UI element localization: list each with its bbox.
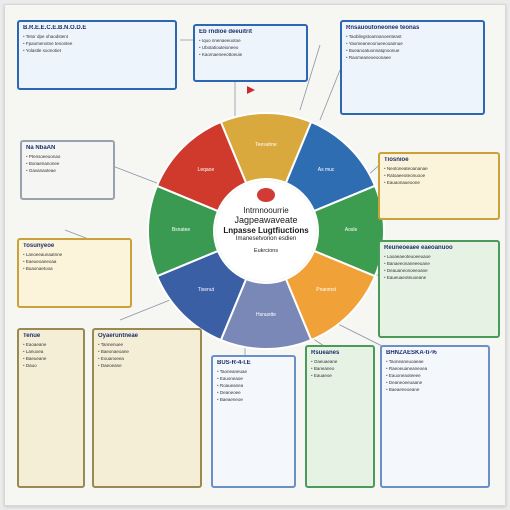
card-right-lower: Reuneoeaee eaeoanuoo Laoaeaeoteuoeeuaoe …: [378, 240, 500, 338]
card-line: Oaeuaeane: [311, 358, 369, 365]
card-line: Tannenuee: [98, 341, 196, 348]
card-title: Tiosnioe: [384, 157, 409, 163]
card-line: Eauaeoe: [311, 372, 369, 379]
wheel-segment-label: Teesahne: [255, 142, 277, 148]
center-title-line3: Lnpasse Lugtfiuctions: [223, 226, 309, 235]
card-line: Baeonaeoane: [98, 348, 196, 355]
card-line: Eaueuaeoteuoeane: [384, 274, 494, 281]
card-line: Bonaenanonee: [26, 160, 109, 167]
card-top-left: B.R.E.E.C.E.B.N.O.D.E Tetor dpe ohaodste…: [17, 20, 177, 90]
wheel-segment-label: Bsnatee: [172, 227, 191, 233]
card-line: Tetor dpe ohaodstent: [23, 33, 171, 40]
center-title-line1: Intrnnoourrie: [243, 206, 289, 215]
card-title: B.R.E.E.C.E.B.N.O.D.E: [23, 25, 87, 31]
card-top-right: Rnsauoutoneonee teonas Taobilegstoannano…: [340, 20, 485, 115]
card-line: Raomeaneoeoonaee: [346, 54, 479, 61]
card-title: Rsueanes: [311, 350, 340, 356]
card-bottom-left-b: Oyaeruntneae Tannenuee Baeonaeoane Eouan…: [92, 328, 202, 488]
card-line: Eauaonaueoone: [384, 179, 494, 186]
card-line: Laoaeaeoteuoeeuaoe: [384, 253, 494, 260]
wheel-segment-label: Hsnuotte: [256, 312, 276, 318]
card-line: Yolastle soonotiet: [23, 47, 171, 54]
card-line: Eaoaeane: [23, 341, 79, 348]
card-right-mid: Tiosnioe Neotoneateoananae Ratoaeeoteonu…: [378, 152, 500, 220]
center-title-line5: Eukrcions: [253, 248, 279, 254]
card-title: Na NbaAN: [26, 145, 56, 151]
card-line: Ratoaeeoteonuooe: [384, 172, 494, 179]
card-line: Lanuoea: [23, 348, 79, 355]
card-title: BHNZAESKA-ti-%: [386, 350, 437, 356]
card-line: Neotoneateoananae: [384, 165, 494, 172]
card-line: Gavanaoteae: [26, 167, 109, 174]
card-line: Kaomaeneeottoeuie: [199, 51, 302, 58]
card-top-center: Eb rndioe deeuitrit Iquo nnenaeeuotoe Ub…: [193, 24, 308, 82]
card-title: BUS-R-4-I.E: [217, 360, 251, 366]
card-line: Deauaneonoeeoane: [384, 267, 494, 274]
card-line: Deaneoeeuaane: [386, 379, 484, 386]
card-line: Taoneaneuoaeae: [386, 358, 484, 365]
card-line: Iquo nnenaeeuotoe: [199, 37, 302, 44]
card-line: Fpaomenotne tenontee: [23, 40, 171, 47]
wheel-segment: [155, 120, 248, 213]
card-line: Roaueanea: [217, 382, 290, 389]
card-line: Raeoeuaneaneoea: [386, 365, 484, 372]
center-title-line4: Imanesetvorion esdien: [235, 236, 297, 242]
card-bottom-right-b: BHNZAESKA-ti-% Taoneaneuoaeae Raeoeuanea…: [380, 345, 490, 488]
card-line: Eouanoeea: [98, 355, 196, 362]
wheel-segment-label: Tixenut: [198, 287, 215, 293]
card-line: Daeoeane: [98, 362, 196, 369]
card-bottom-center: BUS-R-4-I.E Taoneaneuae Eauoneaoe Roauea…: [211, 355, 296, 488]
card-left-lower: Tosunyeoe Lanoeeaunaatnne Eaeueoaneoaa B…: [17, 238, 132, 308]
center-hub: [216, 181, 316, 281]
wheel-segment-label: Aosle: [345, 227, 358, 233]
card-left-mid: Na NbaAN Ptensoeeuonao Bonaenanonee Gava…: [20, 140, 115, 200]
card-line: Eauoneaoe: [217, 375, 290, 382]
card-title: Tosunyeoe: [23, 243, 55, 249]
card-line: Yaomeaneoonueeooannue: [346, 40, 479, 47]
card-line: Baeaeneoeane: [386, 386, 484, 393]
card-line: Eaeueoaneoaa: [23, 258, 126, 265]
card-line: Baneaneo: [311, 365, 369, 372]
flag-icon: [247, 86, 255, 94]
card-title: Eb rndioe deeuitrit: [199, 29, 253, 35]
card-line: Baeueane: [23, 355, 79, 362]
card-title: Reuneoeaee eaeoanuoo: [384, 245, 453, 251]
card-bottom-left-a: Tenue Eaoaeane Lanuoea Baeueane Dauo: [17, 328, 85, 488]
card-bottom-right-a: Rsueanes Oaeuaeane Baneaneo Eauaeoe: [305, 345, 375, 488]
card-line: Taobilegstoannanoenteant: [346, 33, 479, 40]
card-line: Bueanoatuonnatqnoonue: [346, 47, 479, 54]
wheel-segment-label: Leqaoe: [198, 167, 215, 173]
card-line: Taoneaneuae: [217, 368, 290, 375]
center-title-block: Intrnnoourrie Jagpeawaveate Lnpasse Lugt…: [216, 184, 316, 280]
card-line: Lanoeeaunaatnne: [23, 251, 126, 258]
wheel-segment-label: As muc: [318, 167, 335, 173]
card-line: Eauoneaoteeee: [386, 372, 484, 379]
card-line: Banaeeonaneeeuane: [384, 260, 494, 267]
center-title-line2: Jagpeawaveate: [234, 215, 298, 225]
card-title: Rnsauoutoneonee teonas: [346, 25, 420, 31]
card-title: Oyaeruntneae: [98, 333, 139, 339]
card-line: Dauo: [23, 362, 79, 369]
card-title: Tenue: [23, 333, 41, 339]
card-line: Ubotatiouteioneeo: [199, 44, 302, 51]
card-line: Deaneoee: [217, 389, 290, 396]
brain-icon: [257, 188, 275, 202]
wheel-segment-label: Pnanmst: [316, 287, 336, 293]
card-line: Buaonaetooa: [23, 265, 126, 272]
card-line: Ptensoeeuonao: [26, 153, 109, 160]
card-line: Baeaeneoe: [217, 396, 290, 403]
